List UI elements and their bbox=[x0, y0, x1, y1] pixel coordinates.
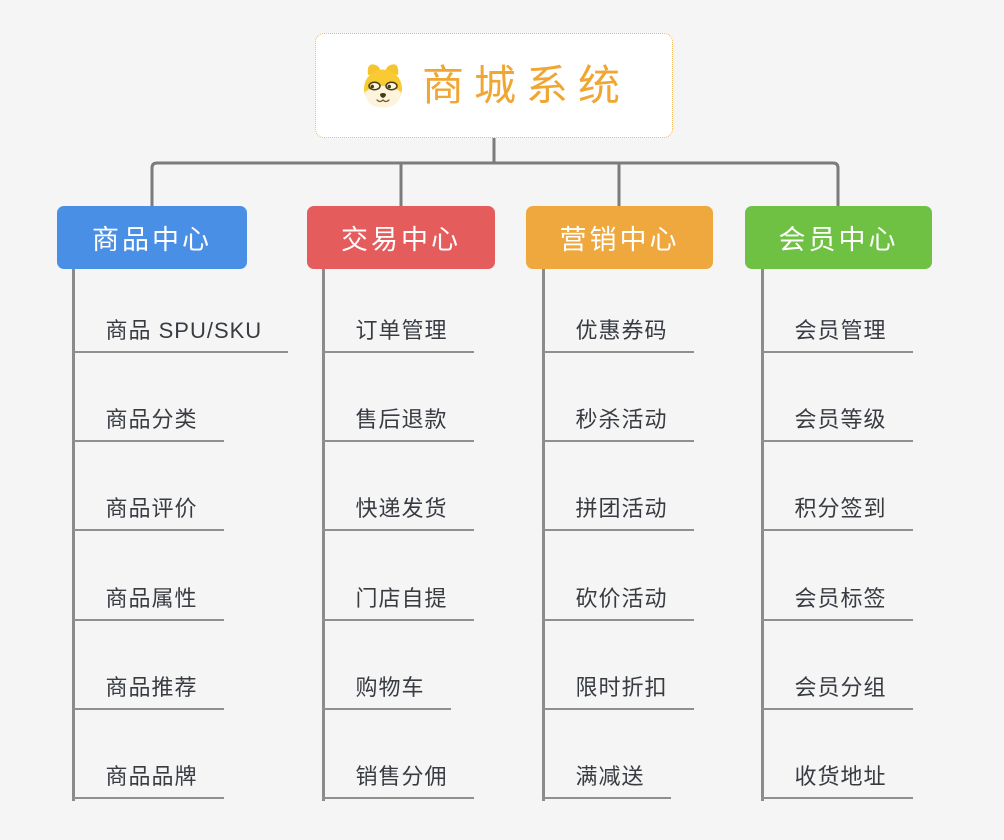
child-topic[interactable]: 快递发货 bbox=[321, 494, 474, 531]
branch-label: 商品中心 bbox=[92, 225, 212, 255]
child-topic[interactable]: 秒杀活动 bbox=[541, 405, 694, 442]
child-topic[interactable]: 优惠券码 bbox=[541, 316, 694, 353]
child-topic[interactable]: 砍价活动 bbox=[541, 584, 694, 621]
child-topic[interactable]: 订单管理 bbox=[321, 316, 474, 353]
child-topic[interactable]: 销售分佣 bbox=[321, 762, 474, 799]
child-topic[interactable]: 商品属性 bbox=[71, 584, 224, 621]
root-title: 商城系统 bbox=[421, 61, 630, 109]
child-topic[interactable]: 售后退款 bbox=[321, 405, 474, 442]
child-topic[interactable]: 会员等级 bbox=[760, 405, 913, 442]
child-topic[interactable]: 满减送 bbox=[541, 762, 671, 799]
branch-trunk-line bbox=[71, 269, 75, 801]
child-topic[interactable]: 商品评价 bbox=[71, 494, 224, 531]
child-topic[interactable]: 会员管理 bbox=[760, 316, 913, 353]
branch-label: 营销中心 bbox=[559, 225, 680, 255]
child-topic[interactable]: 收货地址 bbox=[760, 762, 913, 799]
branch-box-member-center[interactable]: 会员中心 bbox=[745, 206, 932, 269]
child-topic[interactable]: 购物车 bbox=[321, 673, 451, 710]
child-topic[interactable]: 会员标签 bbox=[760, 584, 913, 621]
branch-trunk-line bbox=[541, 269, 545, 801]
branch-label: 交易中心 bbox=[341, 225, 461, 255]
child-topic[interactable]: 会员分组 bbox=[760, 673, 913, 710]
root-node[interactable]: 商城系统 bbox=[315, 33, 673, 138]
child-topic[interactable]: 商品品牌 bbox=[71, 762, 224, 799]
child-topic[interactable]: 商品 SPU/SKU bbox=[71, 316, 289, 353]
branch-box-product-center[interactable]: 商品中心 bbox=[57, 206, 247, 269]
child-topic[interactable]: 商品推荐 bbox=[71, 673, 224, 710]
dog-face-icon bbox=[363, 63, 402, 107]
branch-box-trade-center[interactable]: 交易中心 bbox=[307, 206, 495, 269]
child-topic[interactable]: 拼团活动 bbox=[541, 494, 694, 531]
branch-trunk-line bbox=[760, 269, 764, 801]
branch-box-marketing-center[interactable]: 营销中心 bbox=[526, 206, 713, 269]
child-topic[interactable]: 商品分类 bbox=[71, 405, 224, 442]
child-topic[interactable]: 门店自提 bbox=[321, 584, 474, 621]
child-topic[interactable]: 积分签到 bbox=[760, 494, 913, 531]
child-topic[interactable]: 限时折扣 bbox=[541, 673, 694, 710]
branch-label: 会员中心 bbox=[778, 225, 899, 255]
branch-trunk-line bbox=[321, 269, 325, 801]
